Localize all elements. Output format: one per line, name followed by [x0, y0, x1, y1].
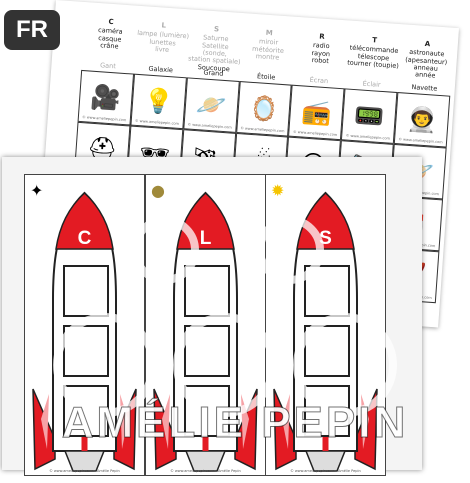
answer-slot[interactable] — [184, 265, 230, 317]
answer-slot[interactable] — [63, 325, 109, 377]
watermark: AMÉLIE PEPIN — [61, 398, 409, 448]
video-camera-icon: 🎥 — [89, 82, 122, 113]
column-t: T télécommande télescope tourner (toupie… — [346, 36, 400, 71]
rocket-letter: C — [77, 228, 92, 249]
rocket-letter: L — [199, 228, 212, 249]
cell-credit: © www.ameliepepin.com — [187, 122, 232, 130]
answer-slot[interactable] — [63, 265, 109, 317]
column-l: L lampe (lumière) lunettes livre — [136, 21, 190, 54]
light-bulb-icon: 💡 — [142, 86, 175, 117]
grid-cell: 👨‍🚀 © www.ameliepepin.com — [393, 92, 451, 148]
answer-slot[interactable] — [184, 325, 230, 377]
grid-cell: 💡© www.ameliepepin.com — [130, 73, 187, 130]
column-s: S Saturne Satellite (sonde, station spat… — [187, 25, 241, 74]
cell-credit: © www.ameliepepin.com — [292, 129, 338, 137]
saturn-icon: 🪐 — [195, 90, 228, 121]
column-m: M miroir météorite montre — [251, 28, 285, 62]
answer-slot[interactable] — [304, 325, 350, 377]
language-badge: FR — [4, 10, 60, 50]
grid-cell: 🎥 © www.ameliepepin.com — [77, 69, 134, 126]
rocket-letter: S — [319, 228, 332, 249]
sun-icon: ✹ — [271, 181, 285, 200]
cell-credit: © www.ameliepepin.com — [240, 126, 285, 134]
constellation-icon: ✦ — [30, 181, 44, 200]
remote-icon: 📟 — [353, 101, 386, 132]
astronaut-icon: 👨‍🚀 — [406, 104, 438, 135]
mirror-icon: 🪞 — [248, 93, 280, 124]
cell-credit: © www.ameliepepin.com — [82, 115, 127, 123]
cell-credit: © www.ameliepepin.com — [398, 137, 443, 145]
grid-cell: 🪐© www.ameliepepin.com — [183, 77, 240, 133]
column-a: A astronaute (apesanteur) anneau année — [405, 39, 448, 81]
moon-icon: ● — [151, 181, 165, 200]
cell-credit: © www.ameliepepin.com — [134, 118, 180, 126]
answer-slot[interactable] — [304, 265, 350, 317]
column-c: C caméra casque crâne — [97, 17, 123, 51]
cell-credit: © www.ameliepepin.com — [345, 133, 391, 141]
grid-cell: 📟© www.ameliepepin.com — [341, 88, 398, 144]
radio-icon: 📻 — [300, 97, 333, 128]
grid-cell: 📻© www.ameliepepin.com — [288, 84, 345, 141]
column-r: R radio rayon robot — [311, 32, 331, 66]
grid-cell: 🪞 © www.ameliepepin.com — [235, 80, 293, 137]
